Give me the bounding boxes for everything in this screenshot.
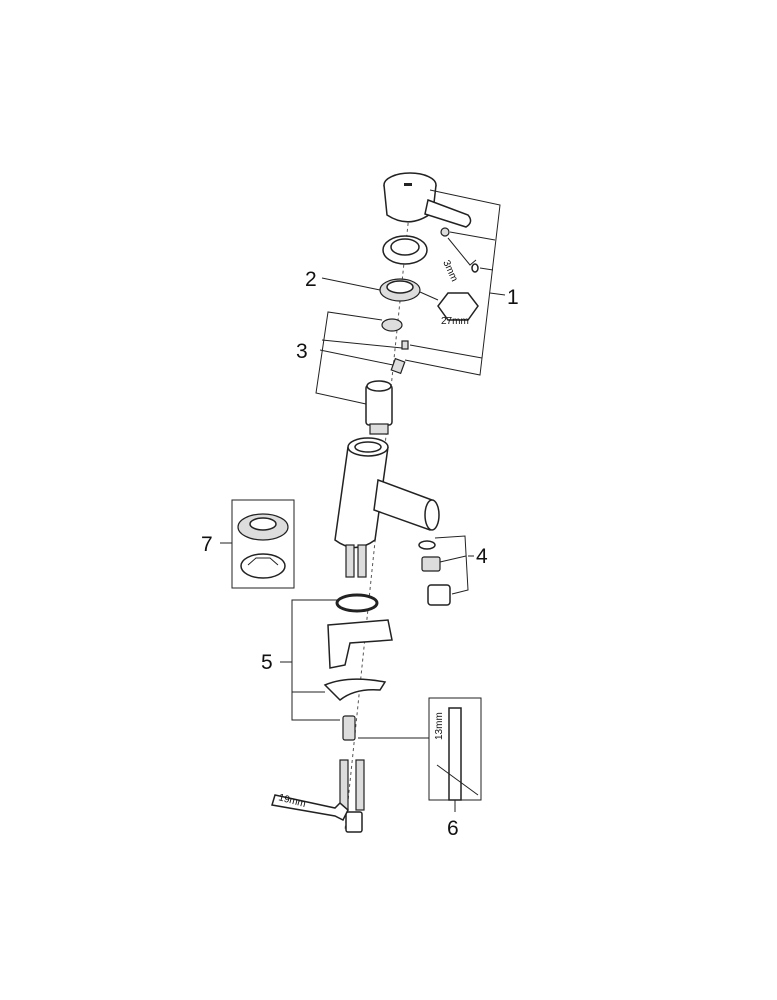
- cartridge: [365, 380, 393, 435]
- cover-cap: [382, 235, 428, 265]
- wrench-19mm: [271, 794, 349, 822]
- aerator-washer: [418, 540, 436, 550]
- bracket-4: [434, 535, 469, 595]
- parts-box-7: [231, 499, 295, 589]
- hex-nut: [379, 278, 421, 302]
- callout-2: 2: [305, 268, 317, 291]
- callout-7: 7: [201, 533, 213, 556]
- gasket-plate: [327, 619, 393, 669]
- aerator-housing: [427, 584, 451, 606]
- adapter: [390, 357, 406, 375]
- faucet-body: [334, 437, 440, 578]
- hex-27mm-icon: [437, 292, 479, 321]
- callout-6: 6: [447, 817, 459, 840]
- supply-hoses: [339, 759, 365, 833]
- bracket-5: [291, 599, 340, 721]
- o-ring: [335, 593, 379, 613]
- callout-4: 4: [476, 545, 488, 568]
- callout-5: 5: [261, 651, 273, 674]
- aerator: [421, 556, 441, 572]
- threaded-stud: [342, 715, 356, 741]
- ring: [381, 318, 403, 332]
- allen-key-size: 3mm: [440, 259, 459, 284]
- lever-handle: [383, 172, 472, 228]
- horseshoe-washer: [323, 678, 387, 702]
- hex-nut-size: 27mm: [441, 316, 469, 327]
- tool-key-size: 13mm: [434, 712, 445, 740]
- callout-1: 1: [507, 286, 519, 309]
- bracket-1: [404, 189, 501, 376]
- screw: [401, 340, 409, 350]
- bracket-3: [315, 311, 383, 405]
- callout-3: 3: [296, 340, 308, 363]
- allen-key: [440, 227, 479, 273]
